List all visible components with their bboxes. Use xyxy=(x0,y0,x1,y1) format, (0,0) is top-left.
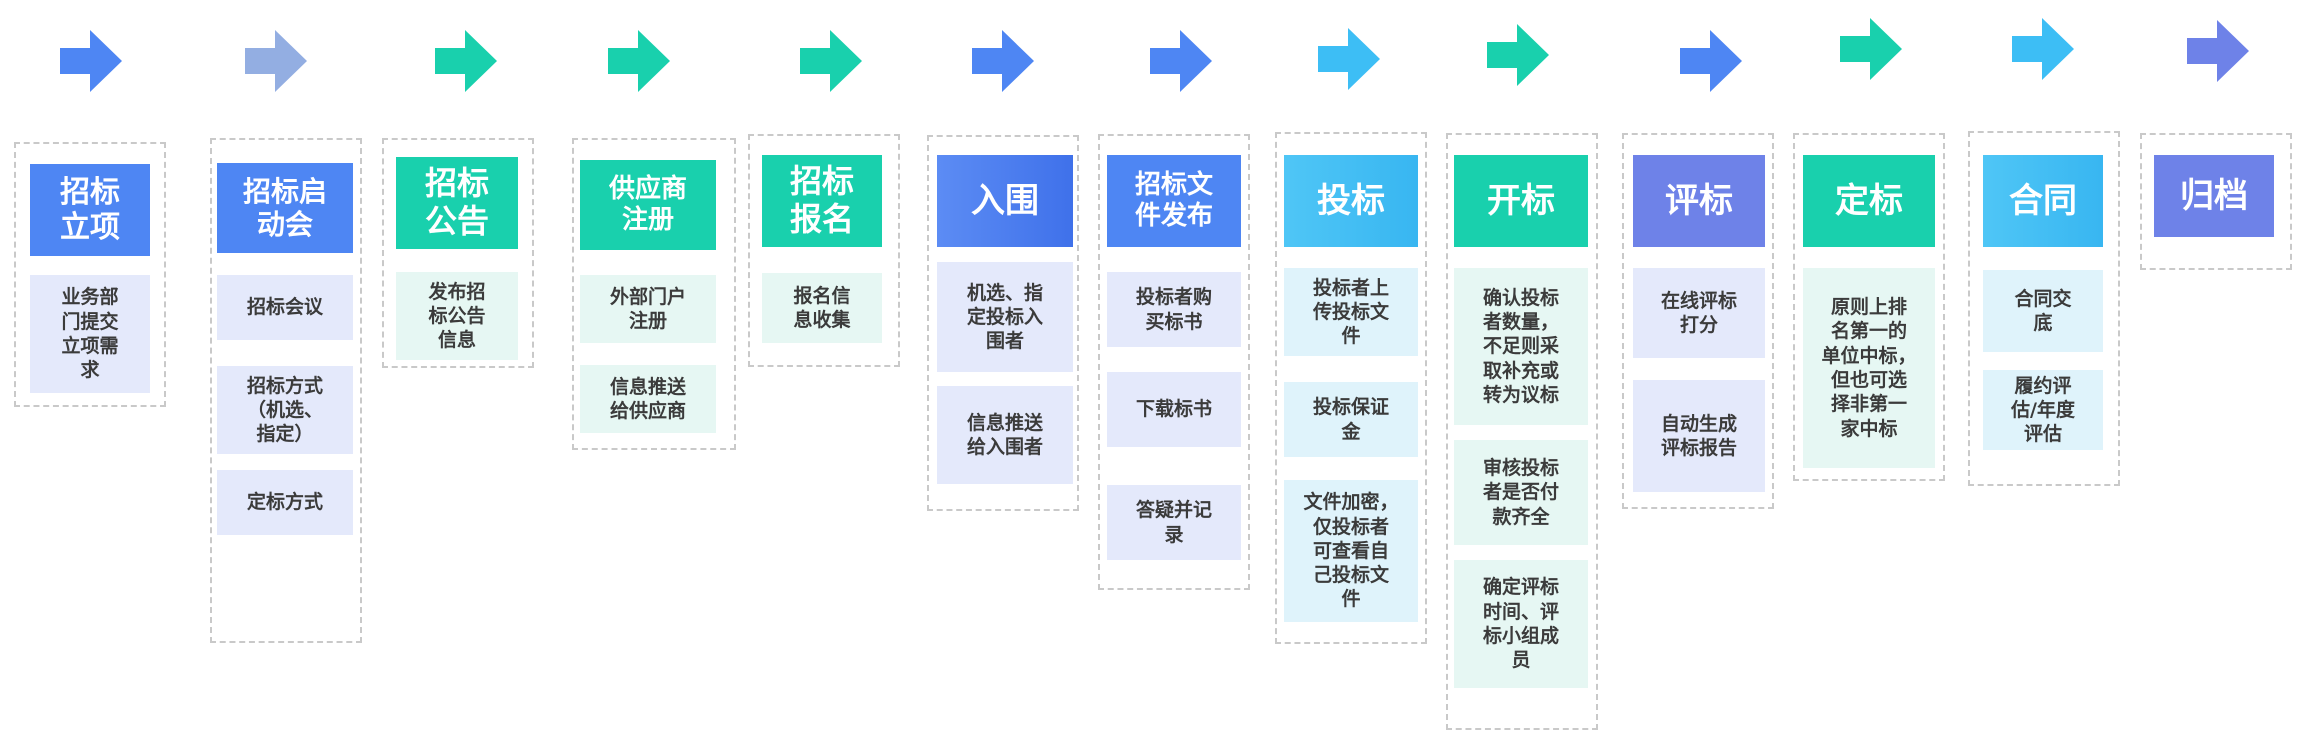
step-item: 业务部 门提交 立项需 求 xyxy=(30,275,150,393)
right-arrow-icon xyxy=(2187,20,2249,82)
right-arrow-icon xyxy=(608,30,670,92)
right-arrow-icon xyxy=(1150,30,1212,92)
step-header: 开标 xyxy=(1454,155,1588,247)
step-header: 招标 报名 xyxy=(762,155,882,247)
right-arrow-icon xyxy=(435,30,497,92)
step-item: 答疑并记 录 xyxy=(1107,485,1241,560)
step-item: 文件加密， 仅投标者 可查看自 己投标文 件 xyxy=(1284,480,1418,622)
step-item: 机选、指 定投标入 围者 xyxy=(937,262,1073,372)
step-header: 招标 立项 xyxy=(30,164,150,256)
step-item: 确认投标 者数量， 不足则采 取补充或 转为议标 xyxy=(1454,268,1588,425)
step-item: 信息推送 给入围者 xyxy=(937,386,1073,484)
step-item: 原则上排 名第一的 单位中标， 但也可选 择非第一 家中标 xyxy=(1803,268,1935,468)
step-column xyxy=(1968,131,2120,486)
step-item: 自动生成 评标报告 xyxy=(1633,380,1765,492)
step-column xyxy=(1098,134,1250,590)
step-header: 归档 xyxy=(2154,155,2274,237)
right-arrow-icon xyxy=(972,30,1034,92)
step-item: 信息推送 给供应商 xyxy=(580,365,716,433)
right-arrow-icon xyxy=(1487,24,1549,86)
step-item: 投标保证 金 xyxy=(1284,382,1418,457)
step-item: 招标会议 xyxy=(217,275,353,340)
step-item: 发布招 标公告 信息 xyxy=(396,272,518,360)
step-column xyxy=(382,138,534,368)
step-item: 确定评标 时间、评 标小组成 员 xyxy=(1454,560,1588,688)
right-arrow-icon xyxy=(60,30,122,92)
step-column xyxy=(1793,133,1945,481)
step-item: 定标方式 xyxy=(217,470,353,535)
step-header: 供应商 注册 xyxy=(580,160,716,250)
step-header: 合同 xyxy=(1983,155,2103,247)
step-item: 审核投标 者是否付 款齐全 xyxy=(1454,440,1588,545)
step-header: 招标文 件发布 xyxy=(1107,155,1241,247)
step-item: 履约评 估/年度 评估 xyxy=(1983,370,2103,450)
right-arrow-icon xyxy=(1318,28,1380,90)
right-arrow-icon xyxy=(245,30,307,92)
right-arrow-icon xyxy=(2012,18,2074,80)
step-column xyxy=(1275,132,1427,644)
step-column xyxy=(2140,133,2292,270)
step-item: 下载标书 xyxy=(1107,372,1241,447)
step-item: 投标者购 买标书 xyxy=(1107,272,1241,347)
step-item: 报名信 息收集 xyxy=(762,273,882,343)
step-column xyxy=(14,142,166,407)
right-arrow-icon xyxy=(1840,18,1902,80)
step-column xyxy=(1622,133,1774,509)
step-column xyxy=(210,138,362,643)
right-arrow-icon xyxy=(1680,30,1742,92)
step-item: 招标方式 （机选、 指定） xyxy=(217,366,353,454)
step-item: 合同交 底 xyxy=(1983,270,2103,352)
step-column xyxy=(1446,133,1598,730)
step-column xyxy=(572,138,736,450)
step-header: 招标启 动会 xyxy=(217,163,353,253)
step-item: 外部门户 注册 xyxy=(580,275,716,343)
right-arrow-icon xyxy=(800,30,862,92)
step-header: 评标 xyxy=(1633,155,1765,247)
step-header: 招标 公告 xyxy=(396,157,518,249)
step-header: 入围 xyxy=(937,155,1073,247)
step-item: 投标者上 传投标文 件 xyxy=(1284,268,1418,356)
step-header: 定标 xyxy=(1803,155,1935,247)
step-item: 在线评标 打分 xyxy=(1633,268,1765,358)
step-column xyxy=(927,135,1079,511)
step-header: 投标 xyxy=(1284,155,1418,247)
step-column xyxy=(748,134,900,367)
